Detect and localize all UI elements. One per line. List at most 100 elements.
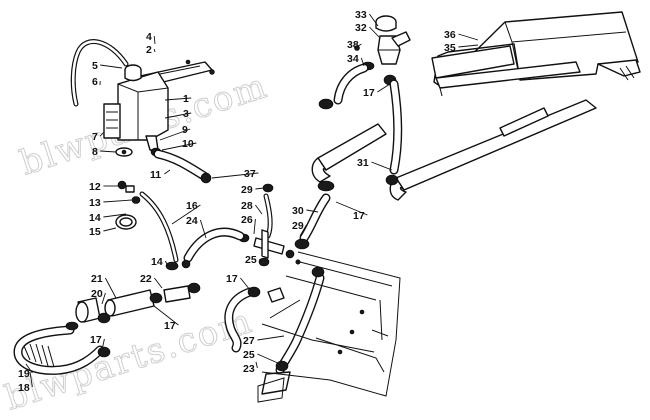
callout-28: 28 bbox=[241, 200, 253, 212]
leader-line-11 bbox=[164, 169, 171, 175]
callout-19: 19 bbox=[18, 368, 30, 380]
leader-line-4 bbox=[153, 35, 156, 45]
leader-line-17 bbox=[335, 201, 368, 216]
callout-1: 1 bbox=[183, 93, 189, 105]
tunnel-panel bbox=[257, 251, 401, 403]
leader-line-2 bbox=[153, 48, 156, 53]
callout-14: 14 bbox=[151, 256, 163, 268]
callout-14: 14 bbox=[89, 212, 101, 224]
callout-6: 6 bbox=[92, 76, 98, 88]
callout-29: 29 bbox=[241, 184, 253, 196]
callout-32: 32 bbox=[355, 22, 367, 34]
callout-16: 16 bbox=[186, 200, 198, 212]
leader-line-24 bbox=[199, 219, 207, 239]
leader-line-38 bbox=[354, 43, 362, 49]
leader-line-26 bbox=[253, 218, 256, 235]
callout-17: 17 bbox=[353, 210, 365, 222]
leader-line-5 bbox=[100, 64, 123, 69]
leader-line-7 bbox=[99, 131, 105, 137]
middle-hoses-group bbox=[262, 180, 335, 250]
bleed-screw-icon bbox=[117, 180, 127, 190]
callout-33: 33 bbox=[355, 9, 367, 21]
leader-line-20 bbox=[101, 292, 106, 305]
leader-line-18 bbox=[29, 371, 33, 388]
leader-line-9 bbox=[159, 128, 191, 141]
leader-line-13 bbox=[103, 199, 133, 203]
callout-leader-lines bbox=[25, 13, 479, 388]
callout-11: 11 bbox=[150, 169, 161, 181]
leader-line-29 bbox=[255, 187, 265, 190]
callout-35: 35 bbox=[444, 42, 456, 54]
callout-20: 20 bbox=[91, 288, 103, 300]
callout-17: 17 bbox=[363, 87, 375, 99]
leader-line-36 bbox=[458, 33, 479, 41]
callout-13: 13 bbox=[89, 197, 101, 209]
leader-line-37 bbox=[211, 172, 259, 179]
callout-7: 7 bbox=[92, 131, 98, 143]
callout-26: 26 bbox=[241, 214, 253, 226]
leader-line-32 bbox=[369, 26, 381, 39]
leader-line-14 bbox=[103, 213, 127, 218]
callout-21: 21 bbox=[91, 273, 103, 285]
callout-22: 22 bbox=[140, 273, 152, 285]
leader-line-25 bbox=[257, 353, 281, 365]
callout-34: 34 bbox=[347, 53, 359, 65]
callout-37: 37 bbox=[244, 168, 256, 180]
callout-12: 12 bbox=[89, 181, 101, 193]
callout-17: 17 bbox=[90, 334, 102, 346]
heat-exchanger-group bbox=[311, 11, 641, 201]
callout-23: 23 bbox=[243, 363, 255, 375]
leader-line-8 bbox=[100, 150, 117, 153]
callout-8: 8 bbox=[92, 146, 98, 158]
leader-line-29 bbox=[299, 224, 307, 237]
callout-29: 29 bbox=[292, 220, 304, 232]
leader-line-15 bbox=[103, 227, 117, 232]
leader-line-34 bbox=[360, 57, 365, 67]
callout-9: 9 bbox=[182, 124, 188, 136]
bracket-screw-icon bbox=[209, 69, 215, 75]
leader-line-19 bbox=[25, 363, 33, 374]
callout-18: 18 bbox=[18, 382, 30, 394]
watermark-text-lower: blwparts.com bbox=[0, 301, 257, 419]
callout-24: 24 bbox=[186, 215, 198, 227]
callout-2: 2 bbox=[146, 44, 152, 56]
callout-17: 17 bbox=[164, 320, 176, 332]
leader-line-30 bbox=[306, 209, 319, 213]
callout-38: 38 bbox=[347, 39, 359, 51]
callout-3: 3 bbox=[183, 108, 189, 120]
callout-10: 10 bbox=[182, 138, 194, 150]
callout-17: 17 bbox=[226, 273, 238, 285]
leader-line-31 bbox=[371, 161, 393, 171]
callout-31: 31 bbox=[357, 157, 369, 169]
bleed-hose-group bbox=[115, 180, 191, 271]
leader-line-10 bbox=[161, 142, 197, 151]
leader-line-23 bbox=[255, 361, 258, 369]
tee-fitting-group bbox=[183, 227, 295, 267]
leader-line-21 bbox=[105, 277, 117, 299]
leader-line-1 bbox=[164, 97, 192, 101]
leader-line-17 bbox=[377, 83, 391, 93]
coolant-bottle-group bbox=[70, 39, 215, 184]
leader-line-25 bbox=[259, 258, 263, 263]
leader-line-17 bbox=[240, 277, 251, 291]
leader-line-28 bbox=[255, 204, 263, 215]
leader-line-33 bbox=[369, 13, 379, 27]
leader-line-27 bbox=[257, 335, 285, 341]
leader-line-14 bbox=[165, 260, 169, 267]
leader-line-22 bbox=[154, 277, 163, 289]
leader-line-3 bbox=[164, 112, 192, 119]
callout-36: 36 bbox=[444, 29, 456, 41]
leader-line-17 bbox=[101, 338, 105, 351]
callout-25: 25 bbox=[245, 254, 257, 266]
callout-25: 25 bbox=[243, 349, 255, 361]
callout-30: 30 bbox=[292, 205, 304, 217]
leader-line-35 bbox=[458, 44, 479, 48]
callout-5: 5 bbox=[92, 60, 98, 72]
callout-15: 15 bbox=[89, 226, 101, 238]
callout-4: 4 bbox=[146, 31, 152, 43]
leader-line-16 bbox=[171, 204, 201, 225]
callout-27: 27 bbox=[243, 335, 255, 347]
leader-line-17 bbox=[153, 305, 179, 326]
